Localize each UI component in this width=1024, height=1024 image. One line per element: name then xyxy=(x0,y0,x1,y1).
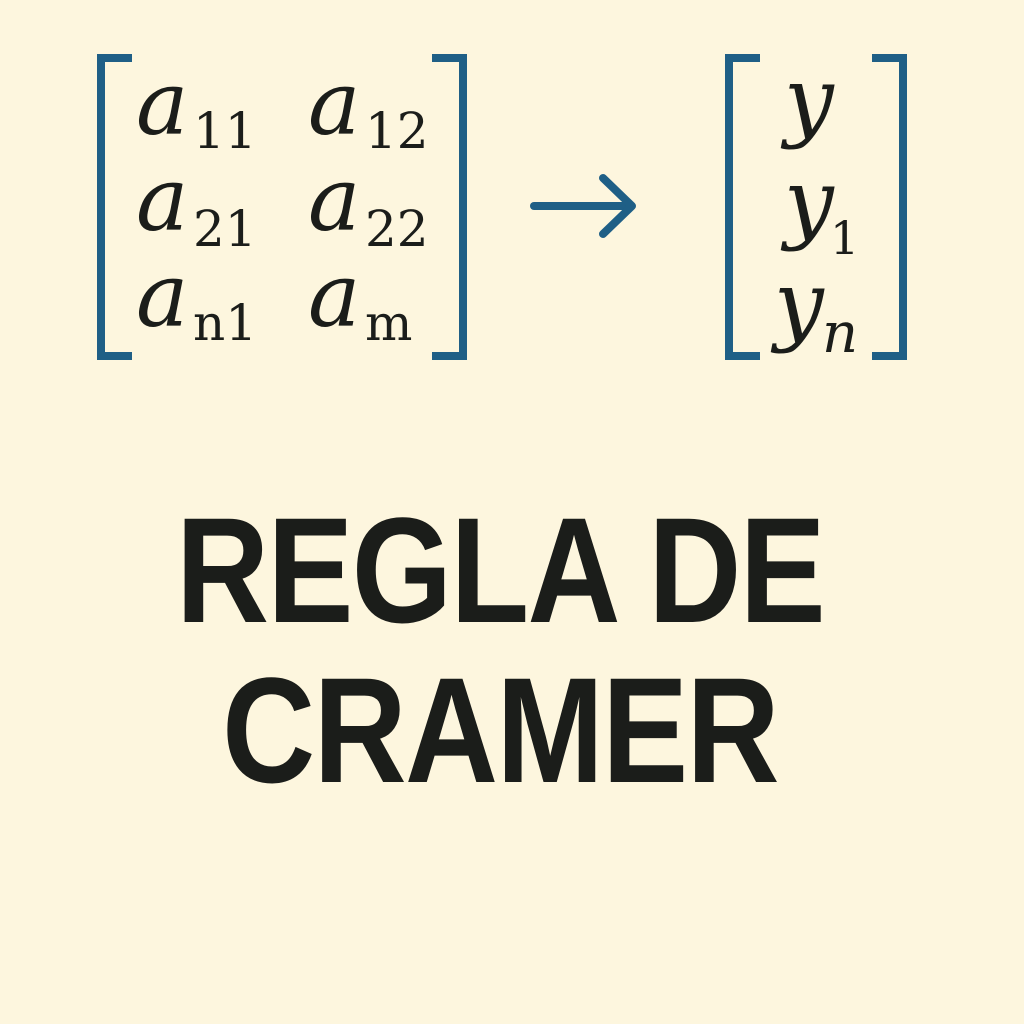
matrix-a-entry-subscript: n1 xyxy=(193,294,257,352)
matrix-a-entry-base: a xyxy=(308,244,360,347)
vector-y-row-2: y 1 xyxy=(780,150,859,265)
vector-y-right-bracket xyxy=(872,54,907,360)
matrix-a-entry-subscript: 22 xyxy=(365,200,429,258)
matrix-a-entry-subscript: m xyxy=(365,294,412,352)
page-title: REGLA DE CRAMER xyxy=(70,490,930,810)
matrix-a-row-3: a n1 a m xyxy=(136,244,412,352)
matrix-a-entry-base: a xyxy=(308,52,360,155)
vector-y-entry-subscript: n xyxy=(822,301,858,366)
matrix-a-entry-base: a xyxy=(136,52,188,155)
right-arrow-icon xyxy=(530,174,636,238)
title-line-1: REGLA DE xyxy=(175,486,826,654)
matrix-a-entry-subscript: 21 xyxy=(193,200,257,258)
vector-y-entry-base: y xyxy=(780,150,835,253)
matrix-equation: a 11 a 12 a 21 a 22 a n1 a m y xyxy=(97,48,907,366)
matrix-a-left-bracket xyxy=(97,54,132,360)
matrix-a-row-1: a 11 a 12 xyxy=(136,52,429,160)
vector-y-row-1: y xyxy=(780,48,835,151)
matrix-a-entry-base: a xyxy=(136,148,188,251)
title-line-2: CRAMER xyxy=(222,646,780,814)
matrix-a-right-bracket xyxy=(432,54,467,360)
vector-y-entry-base: y xyxy=(780,48,835,151)
matrix-a-entry-subscript: 12 xyxy=(365,102,429,160)
vector-y-left-bracket xyxy=(725,54,760,360)
vector-y-entry-subscript: 1 xyxy=(830,211,859,265)
matrix-a-entry-base: a xyxy=(308,148,360,251)
vector-y-entry-base: y xyxy=(770,252,825,355)
matrix-a-entry-subscript: 11 xyxy=(193,102,257,160)
vector-y-row-3: y n xyxy=(770,252,858,366)
matrix-a-row-2: a 21 a 22 xyxy=(136,148,429,258)
matrix-a-entry-base: a xyxy=(136,244,188,347)
